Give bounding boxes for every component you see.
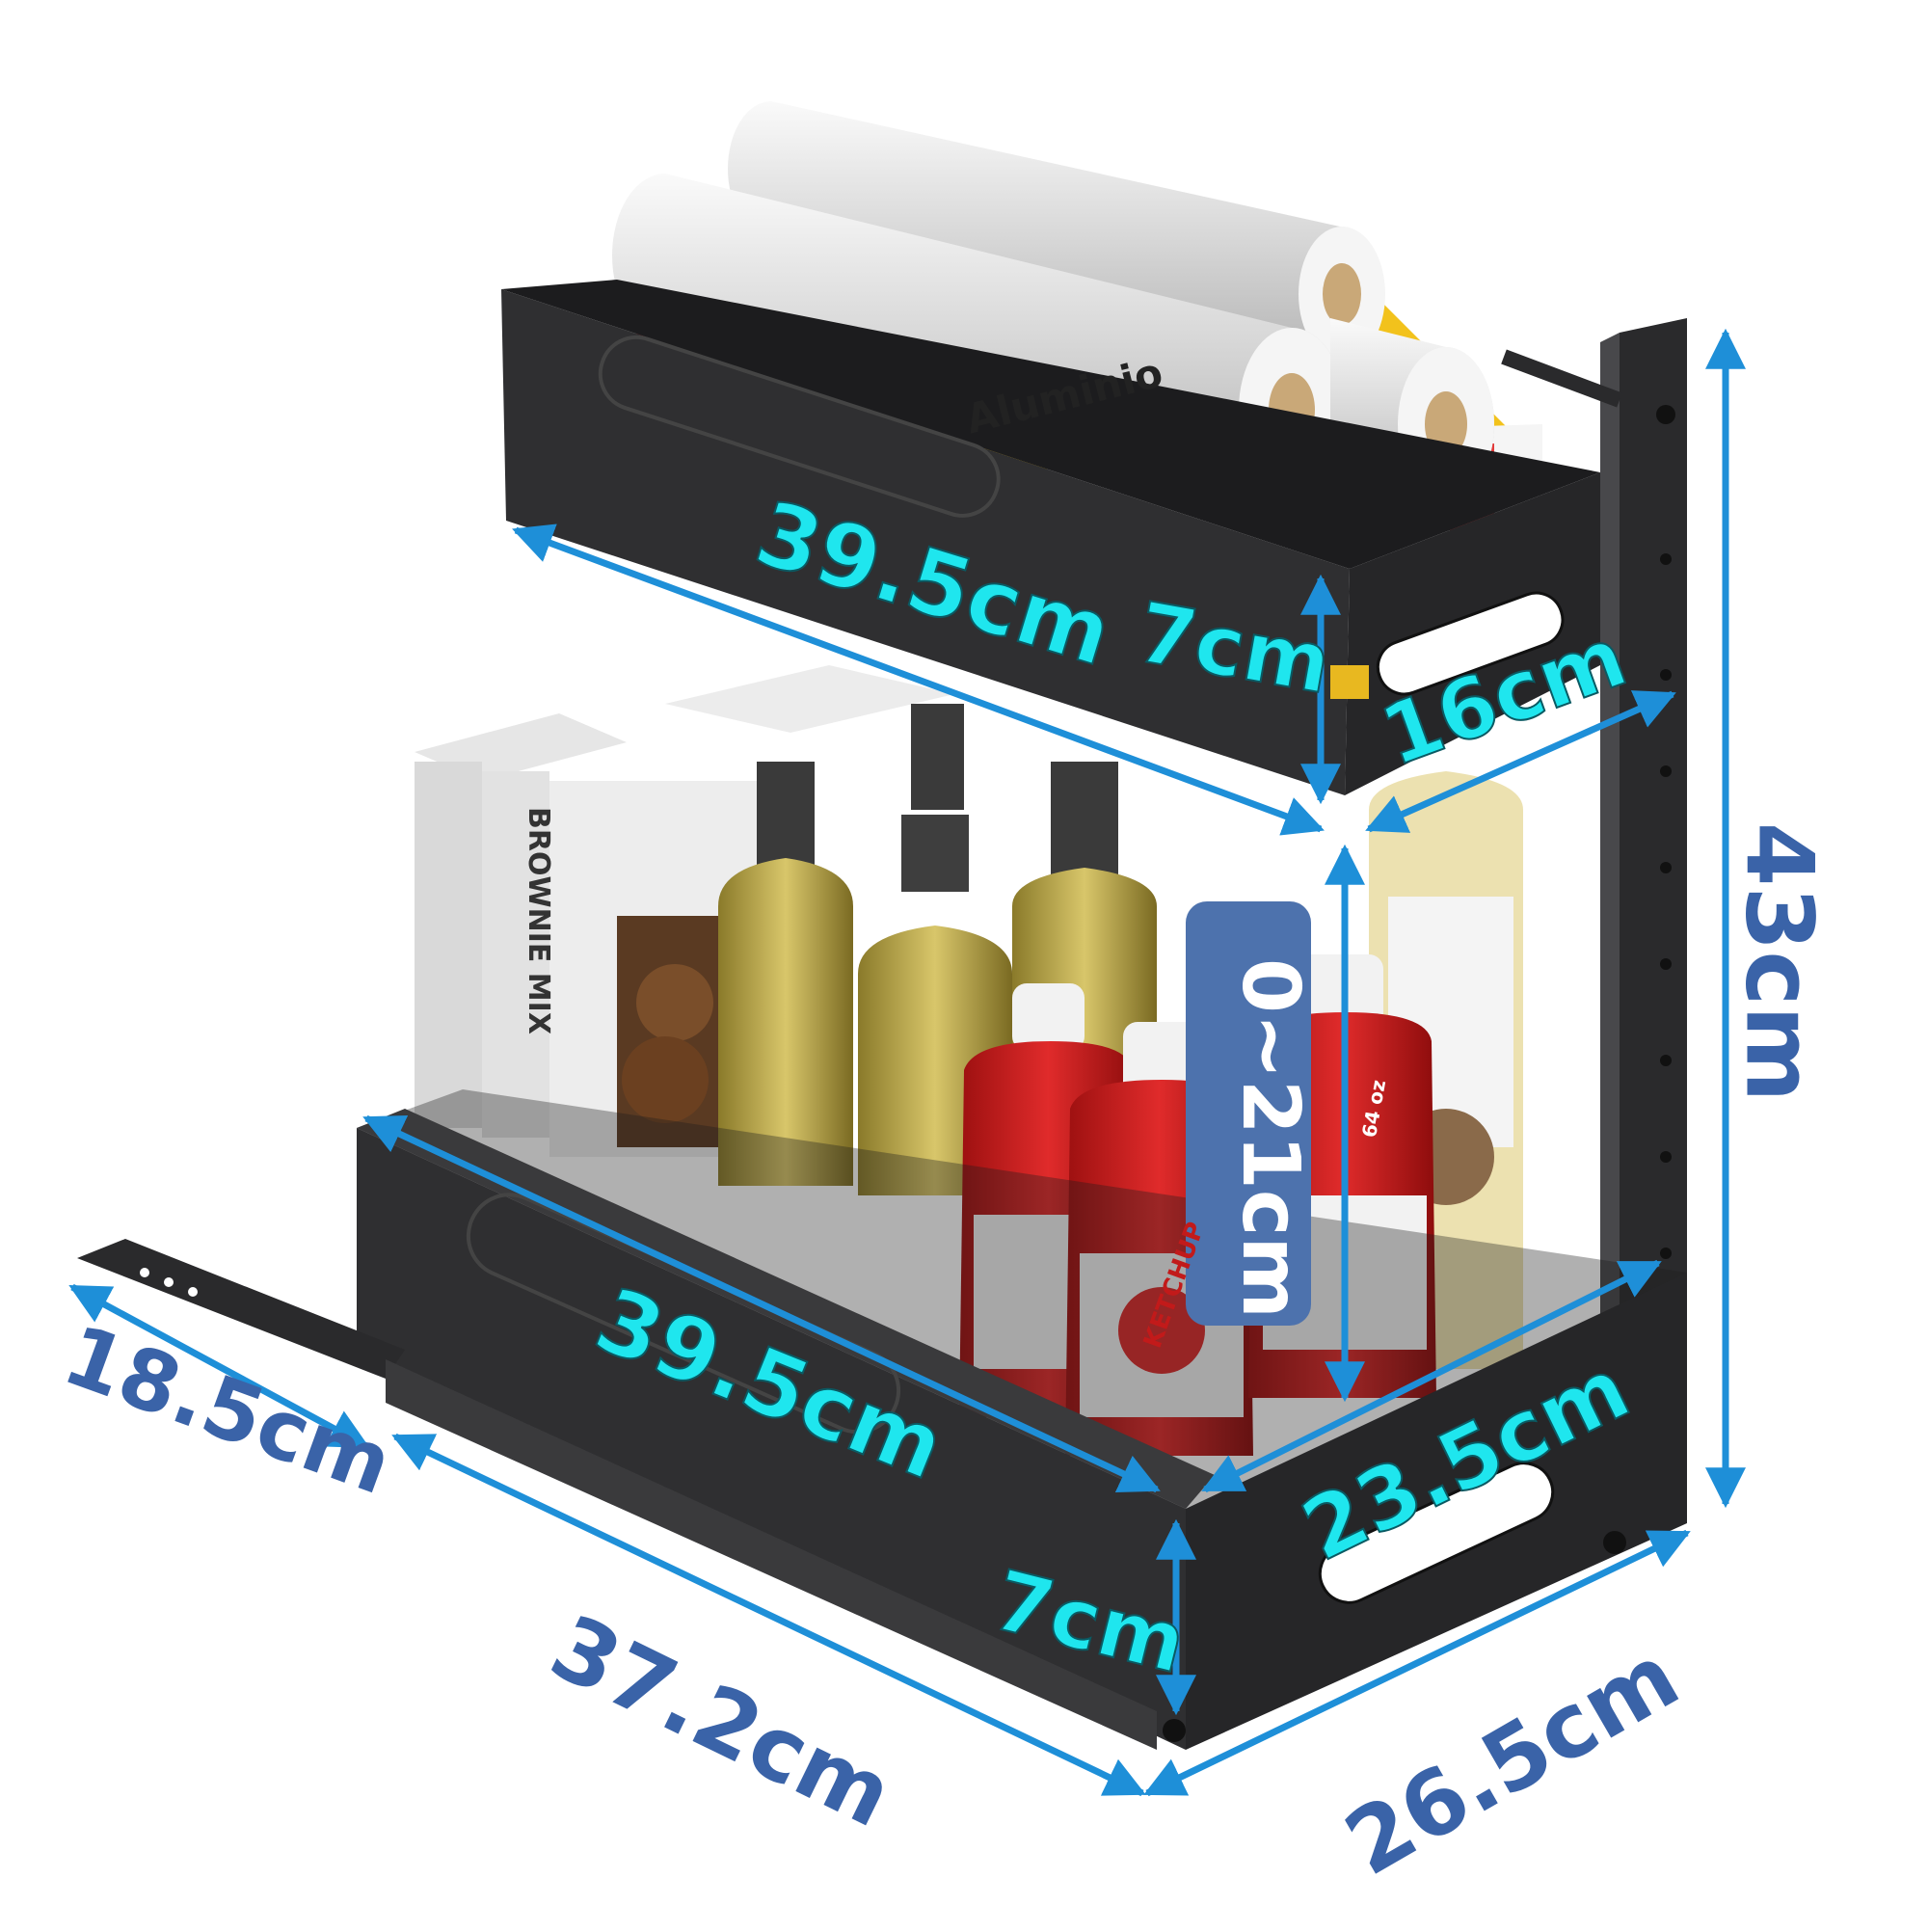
- label-adjustable-gap: 0~21cm: [1223, 958, 1316, 1319]
- dimension-arrows: [68, 328, 1746, 1797]
- adjust-gap-badge: [1186, 901, 1311, 1326]
- brownie-box-label: BROWNIE MIX: [521, 807, 555, 1034]
- rear-post: [1501, 318, 1687, 1470]
- label-total-height: 43cm: [1725, 821, 1834, 1103]
